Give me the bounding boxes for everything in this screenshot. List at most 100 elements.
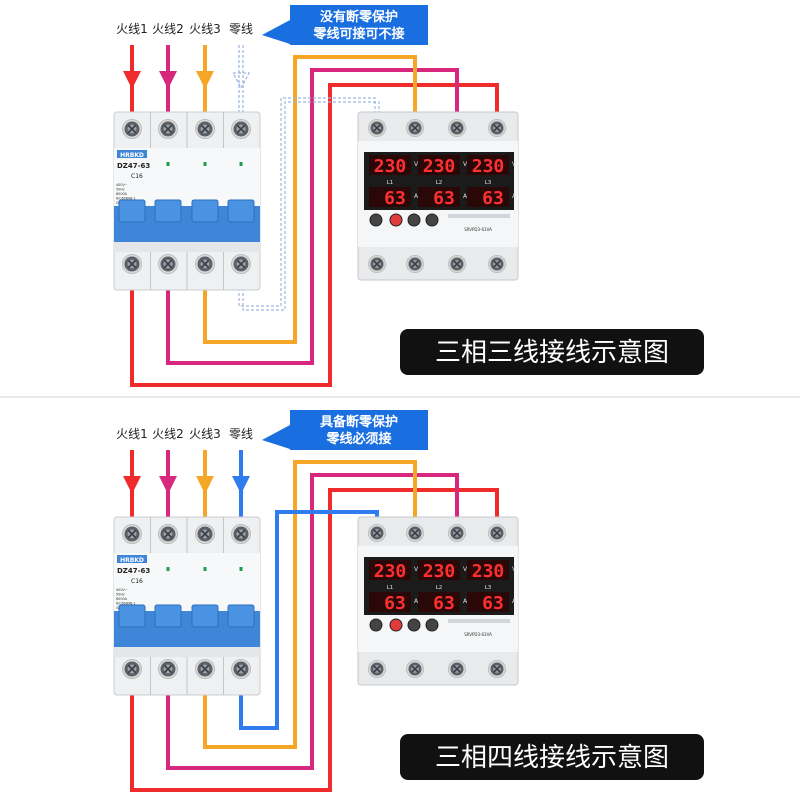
brand-text: HRBKD <box>120 557 144 564</box>
breaker-handle <box>118 604 146 628</box>
terminal-screw <box>231 254 251 274</box>
current-reading-2: 63 <box>433 593 455 614</box>
phase-wire-3 <box>203 460 417 749</box>
meter-button <box>425 213 439 227</box>
incoming-arrow-4 <box>232 476 250 494</box>
terminal-screw <box>195 254 215 274</box>
brand-badge <box>117 555 147 563</box>
terminal-screw <box>488 524 506 542</box>
breaker-handle <box>191 199 219 223</box>
neutral-arrowhead <box>231 72 251 90</box>
neutral-wire-dashed <box>238 97 376 307</box>
terminal-screw <box>195 659 215 679</box>
terminal-screw <box>368 119 386 137</box>
incoming-arrow-3 <box>196 71 214 89</box>
terminal-screw <box>488 660 506 678</box>
meter-button <box>407 213 421 227</box>
voltage-unit: V <box>414 566 419 573</box>
voltage-unit: V <box>512 566 517 573</box>
meter-button <box>425 618 439 632</box>
status-indicator <box>239 567 243 571</box>
meter-model: SRVPD3-63VA <box>464 227 492 232</box>
breaker-spec-line: 400V~ <box>116 588 128 592</box>
callout-line-1: 具备断零保护 <box>320 414 398 430</box>
phase-wire-1 <box>130 83 499 387</box>
wire-label-4: 零线 <box>229 427 253 441</box>
breaker-spec-line: 6000A <box>116 597 128 601</box>
breaker-rating: C16 <box>131 173 143 180</box>
breaker-handle <box>227 199 255 223</box>
callout-line-2: 零线可接可不接 <box>312 26 404 42</box>
terminal-screw <box>406 660 424 678</box>
phase-label-2: L2 <box>436 180 443 186</box>
terminal-screw <box>122 119 142 139</box>
wire-label-4: 零线 <box>229 22 253 36</box>
voltage-unit: V <box>463 161 468 168</box>
wire-label-2: 火线2 <box>152 427 184 441</box>
incoming-arrow-3 <box>196 476 214 494</box>
circuit-breaker: HRBKDDZ47-63C16400V~50Hz6000AIEC60898-1G… <box>113 516 261 696</box>
meter-button <box>369 618 383 632</box>
neutral-wire-dashed <box>242 101 380 311</box>
terminal-screw <box>122 254 142 274</box>
breaker-model: DZ47-63 <box>117 162 150 170</box>
breaker-handle <box>154 604 182 628</box>
current-reading-1: 63 <box>384 188 406 209</box>
status-indicator <box>166 567 170 571</box>
wire-label-1: 火线1 <box>116 22 148 36</box>
breaker-spec-line: IEC60898-1 <box>116 602 136 606</box>
phase-wire-3 <box>203 55 417 344</box>
current-unit: A <box>512 598 517 605</box>
voltage-reading-1: 230 <box>374 561 407 582</box>
terminal-screw <box>231 524 251 544</box>
current-unit: A <box>512 193 517 200</box>
voltage-unit: V <box>463 566 468 573</box>
status-indicator <box>239 162 243 166</box>
breaker-handle <box>118 199 146 223</box>
terminal-screw <box>158 254 178 274</box>
terminal-screw <box>231 119 251 139</box>
neutral-wire <box>239 510 379 730</box>
current-unit: A <box>463 193 468 200</box>
breaker-spec-line: 50Hz <box>116 593 125 597</box>
incoming-arrow-2 <box>159 71 177 89</box>
status-indicator <box>166 162 170 166</box>
breaker-spec-line: 50Hz <box>116 188 125 192</box>
voltage-unit: V <box>512 161 517 168</box>
terminal-screw <box>406 524 424 542</box>
breaker-handle <box>227 604 255 628</box>
wire-label-3: 火线3 <box>189 427 221 441</box>
voltage-reading-1: 230 <box>374 156 407 177</box>
diagram-caption: 三相四线接线示意图 <box>400 734 704 780</box>
terminal-screw <box>122 524 142 544</box>
phase-wire-2 <box>166 68 459 365</box>
status-indicator <box>203 567 207 571</box>
meter-button <box>369 213 383 227</box>
phase-label-1: L1 <box>387 585 394 591</box>
terminal-screw <box>368 255 386 273</box>
incoming-arrow-2 <box>159 476 177 494</box>
wire-label-1: 火线1 <box>116 427 148 441</box>
terminal-screw <box>488 255 506 273</box>
current-unit: A <box>414 193 419 200</box>
incoming-arrow-1 <box>123 476 141 494</box>
terminal-screw <box>448 255 466 273</box>
terminal-screw <box>122 659 142 679</box>
terminal-screw <box>158 524 178 544</box>
voltage-reading-3: 230 <box>472 156 505 177</box>
breaker-spec-line: 400V~ <box>116 183 128 187</box>
voltage-unit: V <box>414 161 419 168</box>
terminal-screw <box>406 119 424 137</box>
terminal-screw <box>231 659 251 679</box>
current-unit: A <box>463 598 468 605</box>
terminal-screw <box>406 255 424 273</box>
breaker-model: DZ47-63 <box>117 567 150 575</box>
wire-label-3: 火线3 <box>189 22 221 36</box>
breaker-rating: C16 <box>131 578 143 585</box>
